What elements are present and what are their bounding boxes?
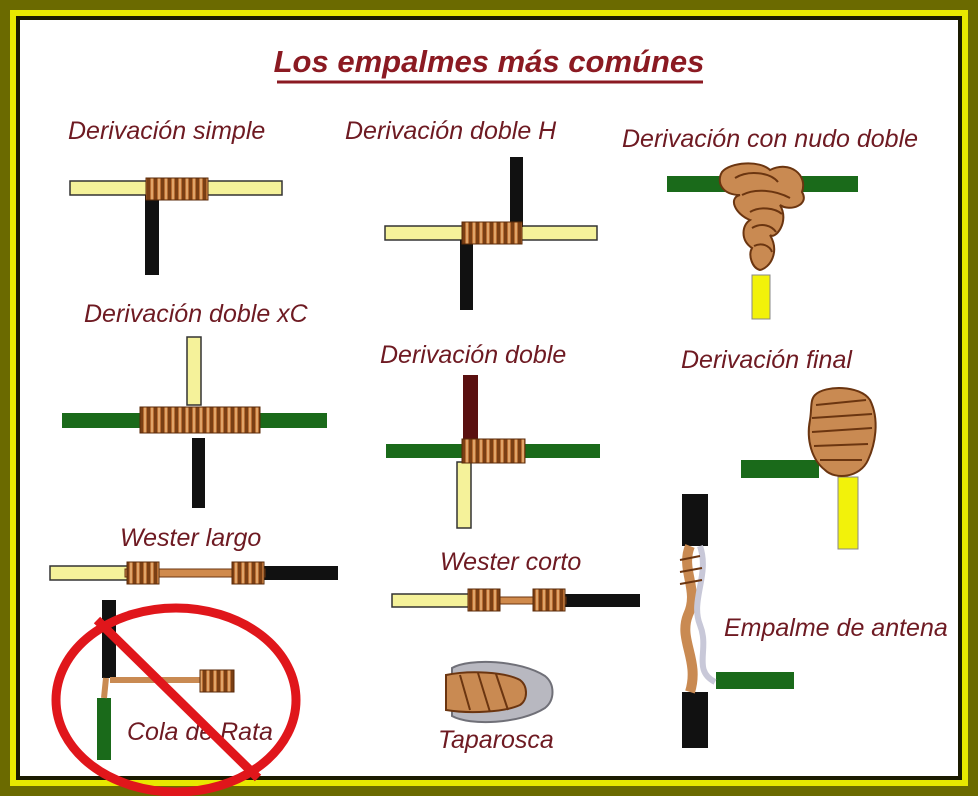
label-derivacion-nudo-doble: Derivación con nudo doble: [622, 125, 918, 153]
label-wester-largo: Wester largo: [120, 524, 261, 552]
wire-black: [560, 594, 640, 607]
frame-dark-border: [16, 16, 962, 780]
copper-coil: [199, 669, 235, 693]
wire-bright-yellow: [837, 476, 859, 550]
label-derivacion-doble: Derivación doble: [380, 341, 566, 369]
label-derivacion-doble-h: Derivación doble H: [345, 117, 557, 145]
wire-green-left: [667, 176, 725, 192]
wire-bright-yellow: [751, 274, 771, 320]
splice-derivacion-final: Derivación final: [681, 346, 877, 550]
label-derivacion-doble-xc: Derivación doble xC: [84, 300, 309, 328]
antenna-wire: [694, 545, 717, 685]
label-derivacion-simple: Derivación simple: [68, 117, 265, 145]
wire-green: [716, 672, 794, 689]
copper-coil-left: [126, 561, 160, 585]
wire-black-bottom: [682, 692, 708, 748]
copper-coil-right: [231, 561, 265, 585]
wire-darkred-top: [463, 375, 478, 439]
splice-wester-corto: Wester corto: [391, 548, 640, 612]
antenna-twist: [680, 544, 698, 694]
diagram-title: Los empalmes más comúnes: [274, 44, 705, 79]
wire-yellow-top: [186, 336, 202, 406]
label-empalme-antena: Empalme de antena: [724, 614, 948, 642]
wire-green-right: [800, 176, 858, 192]
prohibited-slash: [93, 616, 262, 782]
splice-derivacion-doble-xc: Derivación doble xC: [62, 300, 327, 508]
prohibited-circle: [51, 603, 301, 796]
splice-derivacion-doble: Derivación doble: [380, 341, 600, 529]
copper-coil: [145, 177, 209, 201]
wire-black-top: [510, 157, 523, 227]
splice-derivacion-simple: Derivación simple: [68, 117, 283, 275]
splice-taparosca: Taparosca: [438, 660, 554, 754]
wire-green: [97, 698, 111, 760]
end-knot: [807, 387, 877, 477]
wire-black: [145, 195, 159, 275]
knot-windings: [811, 399, 873, 461]
copper-coil: [461, 438, 526, 464]
wire-yellow: [391, 593, 473, 608]
wire-black: [258, 566, 338, 580]
wire-yellow-bottom: [456, 461, 472, 529]
double-knot: [718, 162, 805, 272]
wire-black-top: [682, 494, 708, 546]
antenna-windings: [679, 555, 703, 585]
knot-windings: [734, 172, 791, 253]
copper-coil: [461, 221, 523, 245]
splice-empalme-antena: Empalme de antena: [679, 494, 948, 748]
label-taparosca: Taparosca: [438, 726, 554, 754]
copper-coil: [139, 406, 261, 434]
frame-yellow-border: [10, 10, 968, 786]
wire-green: [741, 460, 819, 478]
label-wester-corto: Wester corto: [440, 548, 581, 576]
label-derivacion-final: Derivación final: [681, 346, 853, 374]
wire-yellow: [49, 565, 131, 581]
splice-cola-de-rata: Cola de Rata: [51, 600, 301, 796]
copper-coil-left: [467, 588, 501, 612]
splice-wester-largo: Wester largo: [49, 524, 338, 585]
twisted-core: [124, 568, 266, 578]
diagram-canvas: [20, 20, 958, 776]
twist-lines: [459, 672, 509, 713]
wire-black-bottom: [192, 438, 205, 508]
twisted-wires: [445, 671, 527, 714]
splice-derivacion-doble-h: Derivación doble H: [345, 117, 598, 310]
copper-coil-right: [532, 588, 566, 612]
splice-derivacion-nudo-doble: Derivación con nudo doble: [622, 125, 918, 320]
wire-black-bottom: [460, 240, 473, 310]
